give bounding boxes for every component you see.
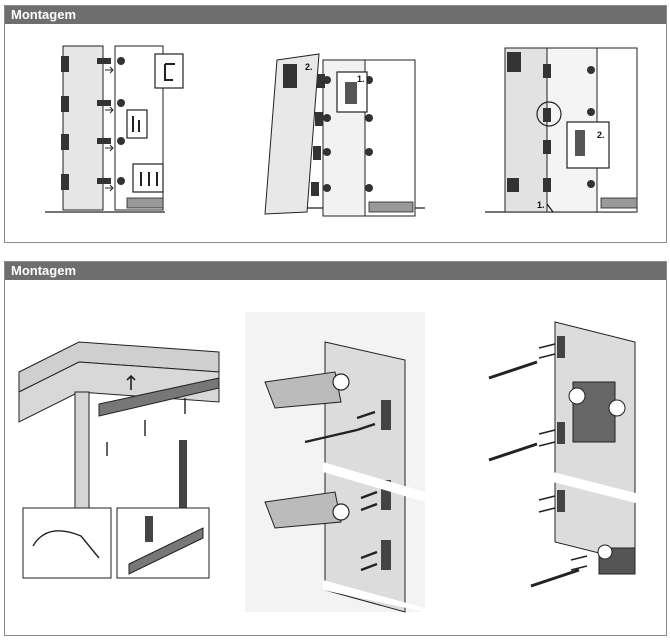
step-label: 2. <box>597 130 605 140</box>
section-header-top: Montagem <box>5 6 666 24</box>
figure-rail-mounting <box>18 341 220 579</box>
assembly-panel-top: Montagem <box>4 5 667 243</box>
figure-hinge-adjust: 2. 1. <box>485 47 638 213</box>
figure-door-hinges <box>245 312 425 613</box>
figure-door-attach: 2. 1. <box>264 53 425 217</box>
figure-hinge-insertion <box>45 45 184 213</box>
assembly-panel-bottom: Montagem <box>4 261 667 636</box>
figure-mounting-plates <box>488 321 655 588</box>
step-label: 1. <box>357 74 365 84</box>
step-label: 1. <box>537 200 545 210</box>
section-header-bottom: Montagem <box>5 262 666 280</box>
step-label: 2. <box>305 62 313 72</box>
